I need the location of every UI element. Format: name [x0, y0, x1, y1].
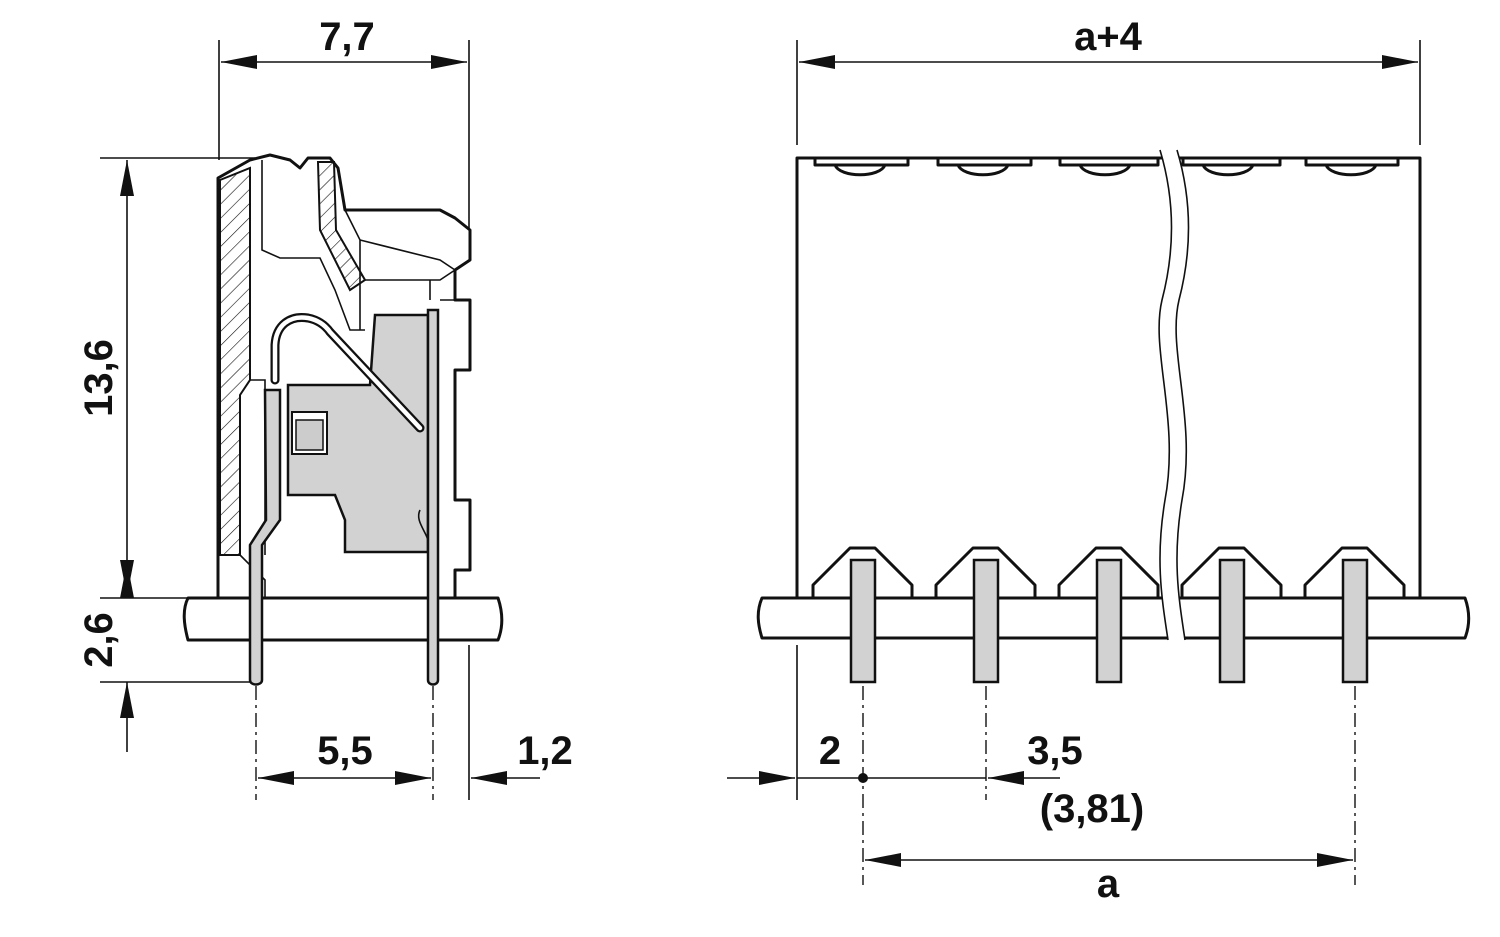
- dim-side-height: 13,6: [77, 339, 121, 417]
- dim-edge-offset: 2: [819, 729, 841, 773]
- front-dimensions: a+4 2 3,5 (3,81) a: [727, 15, 1421, 906]
- pin-4: [1218, 558, 1246, 684]
- dim-side-width: 7,7: [319, 15, 375, 59]
- top-buttons: [813, 158, 1400, 177]
- pins-front: [849, 558, 1369, 684]
- pcb-board-side: [182, 596, 504, 642]
- dim-total-length: a+4: [1074, 15, 1143, 59]
- dim-span: a: [1097, 862, 1120, 906]
- pin-2: [972, 558, 1000, 684]
- pcb-board-front-right: [1176, 596, 1471, 640]
- housing-front: [795, 156, 1422, 600]
- pin-supports: [811, 546, 1406, 598]
- dim-pitch-alt: (3,81): [1040, 787, 1145, 831]
- pin-1: [849, 558, 877, 684]
- contact-body: [286, 313, 430, 554]
- dim-pitch: 3,5: [1027, 729, 1083, 773]
- pin-left-side: [248, 388, 282, 686]
- dim-rear-offset: 1,2: [517, 729, 573, 773]
- dim-pin-length: 2,6: [77, 612, 121, 668]
- housing-inner-lines: [239, 160, 456, 598]
- break-gap: [1159, 150, 1189, 640]
- housing-front-wall-hatch: [219, 166, 251, 556]
- pin-right-side: [426, 308, 440, 686]
- pin-3: [1095, 558, 1123, 684]
- side-dimensions: 7,7 13,6 2,6 5,5 1,2: [77, 15, 573, 800]
- front-view: [756, 149, 1471, 684]
- dim-pin-pitch-side: 5,5: [317, 729, 373, 773]
- pin-5: [1341, 558, 1369, 684]
- side-view: [182, 153, 504, 686]
